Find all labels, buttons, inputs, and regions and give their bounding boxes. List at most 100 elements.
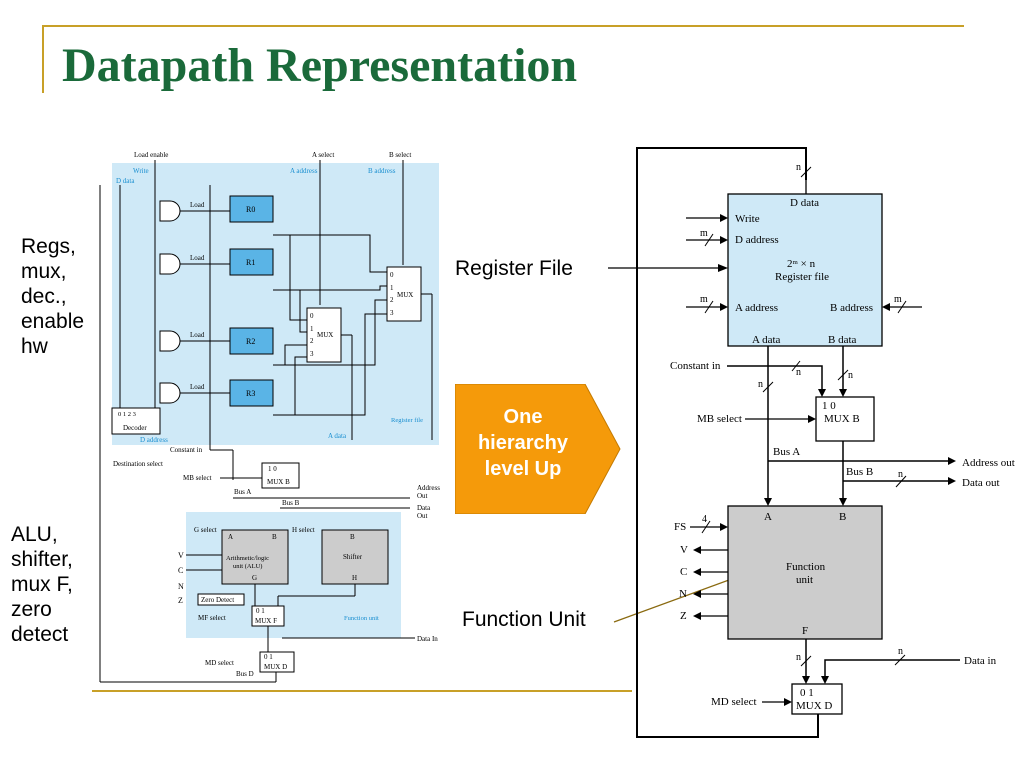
- right-a-data-label: A data: [752, 334, 781, 346]
- right-mux-d-label: MUX D: [796, 700, 832, 712]
- svg-text:1 0: 1 0: [268, 465, 277, 473]
- right-fu-label-2: unit: [796, 574, 813, 586]
- register-r1: R1: [246, 258, 255, 267]
- register-r2: R2: [246, 337, 255, 346]
- right-bus-b-label: Bus B: [846, 466, 873, 478]
- b-address-label: B address: [368, 167, 396, 175]
- svg-text:n: n: [898, 646, 903, 657]
- right-mux-d: 0 1 MUX D: [791, 683, 843, 715]
- g-select-label: G select: [194, 526, 217, 534]
- decoder: 0 1 2 3 Decoder: [111, 407, 161, 435]
- left-function-unit-label: Function unit: [344, 615, 379, 622]
- register-row-0: Load R0: [159, 195, 274, 223]
- load-label-2: Load: [190, 331, 205, 339]
- svg-text:2: 2: [390, 296, 394, 304]
- svg-text:1: 1: [390, 284, 394, 292]
- write-label: Write: [133, 167, 149, 175]
- right-d-data-label: D data: [790, 197, 819, 209]
- decoder-label: Decoder: [123, 424, 147, 432]
- destination-select-label: Destination select: [113, 460, 163, 468]
- right-fu-b: B: [839, 511, 846, 523]
- left-bus-d-label: Bus D: [236, 670, 254, 678]
- right-b-address-label: B address: [830, 302, 873, 314]
- left-mux-d: 0 1 MUX D: [259, 651, 295, 673]
- left-alu-g: G: [252, 574, 257, 582]
- a-address-label: A address: [290, 167, 318, 175]
- svg-text:C: C: [178, 566, 183, 575]
- register-r0: R0: [246, 205, 255, 214]
- slide-title: Datapath Representation: [62, 39, 578, 92]
- left-b-mux: 0 1 2 3 MUX: [386, 266, 422, 322]
- right-data-in-label: Data in: [964, 655, 997, 667]
- right-register-file: D data Write D address 2ᵐ × n Register f…: [727, 193, 883, 347]
- svg-text:3: 3: [310, 350, 314, 358]
- left-constant-in-label: Constant in: [170, 446, 203, 454]
- register-r3: R3: [246, 389, 255, 398]
- right-mb-select-label: MB select: [697, 413, 742, 425]
- right-md-select-label: MD select: [711, 696, 757, 708]
- svg-text:B: B: [272, 533, 277, 541]
- zero-detect-label: Zero Detect: [201, 596, 234, 604]
- register-row-3: Load R3: [159, 379, 274, 407]
- svg-text:0: 0: [390, 271, 394, 279]
- right-fu-label-1: Function: [786, 561, 826, 573]
- right-b-data-label: B data: [828, 334, 857, 346]
- hierarchy-arrow-text: One hierarchy level Up: [477, 406, 569, 480]
- right-mux-b-label: MUX B: [824, 413, 860, 425]
- svg-text:n: n: [796, 367, 801, 378]
- function-unit-callout: Function Unit: [462, 608, 586, 631]
- svg-text:A: A: [228, 533, 233, 541]
- left-mb-select-label: MB select: [183, 474, 212, 482]
- svg-text:0: 0: [310, 312, 314, 320]
- svg-text:0 1: 0 1: [264, 653, 273, 661]
- left-d-address-label: D address: [140, 436, 168, 444]
- left-a-data-label: A data: [328, 432, 347, 440]
- svg-text:0 1: 0 1: [256, 607, 265, 615]
- left-mux-d-label: MUX D: [264, 663, 287, 671]
- left-register-file-label: Register file: [391, 417, 423, 424]
- load-enable-label: Load enable: [134, 151, 168, 159]
- h-select-label: H select: [292, 526, 315, 534]
- right-fu-f: F: [802, 625, 808, 637]
- zero-detect: [197, 593, 245, 606]
- left-bus-a-label: Bus A: [234, 488, 251, 496]
- svg-text:V: V: [178, 551, 184, 560]
- right-constant-in-label: Constant in: [670, 360, 721, 372]
- svg-text:0 1 2 3: 0 1 2 3: [118, 411, 136, 418]
- left-bus-b-label: Bus B: [282, 499, 300, 507]
- svg-text:B: B: [350, 533, 355, 541]
- regs-side-label: Regs, mux, dec., enable hw: [21, 235, 85, 358]
- load-label-1: Load: [190, 254, 205, 262]
- svg-text:1 0: 1 0: [822, 400, 836, 412]
- left-mux-b-label: MUX B: [267, 478, 290, 486]
- svg-text:n: n: [796, 652, 801, 663]
- right-regfile-label: Register file: [775, 271, 829, 283]
- right-a-address-label: A address: [735, 302, 778, 314]
- right-regfile-size: 2ᵐ × n: [787, 258, 816, 270]
- b-select-label: B select: [389, 151, 411, 159]
- right-write-label: Write: [735, 213, 760, 225]
- right-d-address-label: D address: [735, 234, 779, 246]
- svg-text:m: m: [894, 294, 902, 305]
- svg-text:N: N: [178, 582, 184, 591]
- left-shifter-h: H: [352, 574, 357, 582]
- right-flag-c: C: [680, 566, 687, 578]
- right-flag-n: N: [679, 588, 687, 600]
- right-mux-b: 1 0 MUX B: [815, 396, 875, 442]
- right-flag-z: Z: [680, 610, 687, 622]
- svg-text:3: 3: [390, 309, 394, 317]
- svg-text:2: 2: [310, 337, 314, 345]
- left-shifter: B Shifter H: [321, 529, 389, 585]
- right-address-out-label: Address out: [962, 457, 1015, 469]
- svg-text:Z: Z: [178, 596, 183, 605]
- left-b-mux-label: MUX: [397, 291, 413, 299]
- a-select-label: A select: [312, 151, 334, 159]
- svg-text:1: 1: [310, 325, 314, 333]
- svg-text:4: 4: [702, 514, 707, 525]
- left-data-in-label: Data In: [417, 635, 438, 643]
